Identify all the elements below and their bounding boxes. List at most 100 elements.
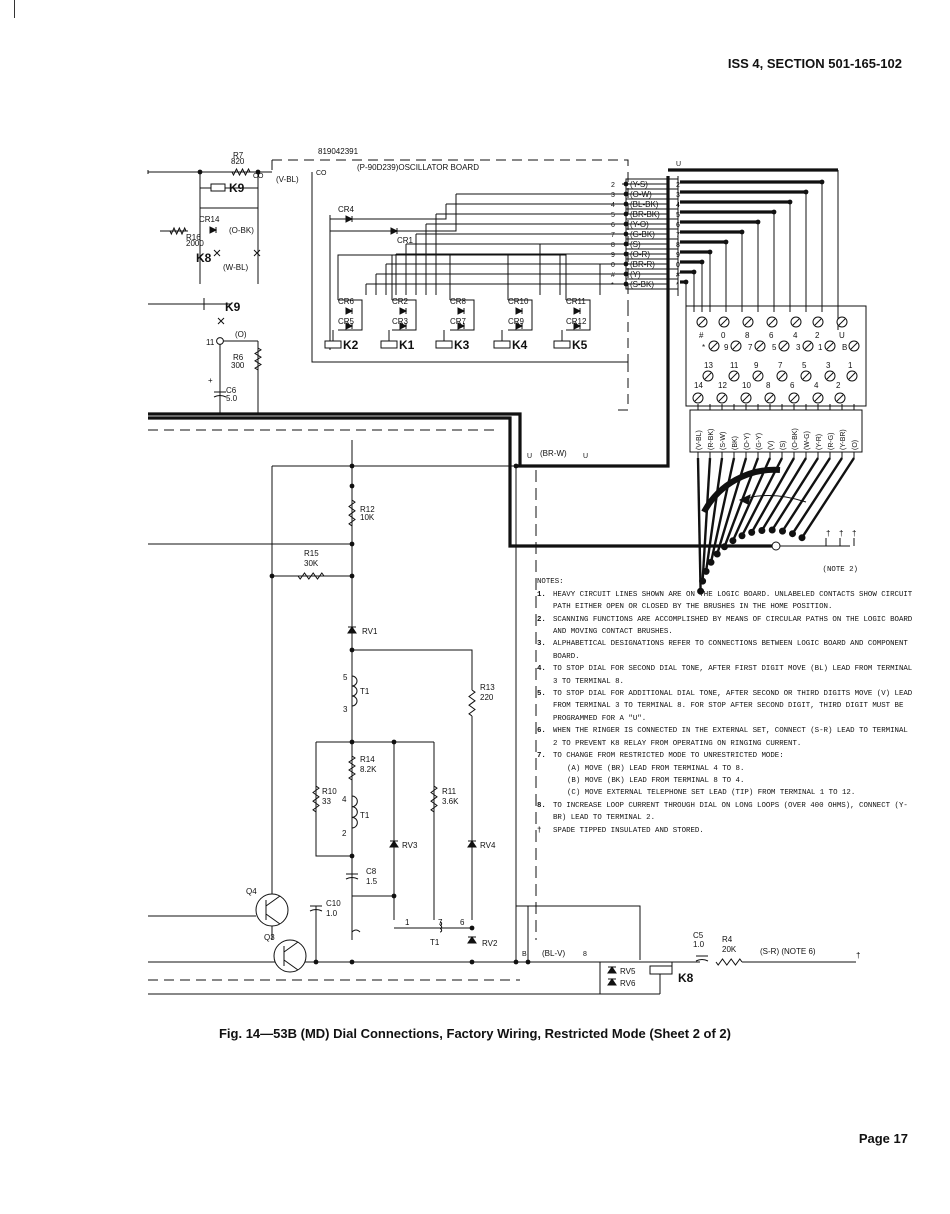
t1-label-2: T1 [360, 811, 370, 820]
c5-value: 1.0 [693, 940, 705, 949]
terminal-slash [826, 372, 834, 380]
notes-title: NOTES: [537, 578, 564, 587]
heavy-line [148, 412, 522, 466]
junction-dot [691, 269, 697, 275]
lead-label: (S-BK) [630, 280, 654, 289]
junction-dot [803, 189, 809, 195]
capacitor [345, 873, 359, 880]
wire-color-label: (O) [852, 440, 859, 450]
dial-top-label: 2 [815, 331, 820, 340]
transformer-winding [439, 921, 443, 933]
wire [351, 929, 361, 933]
junction-dot [269, 573, 275, 579]
wire [780, 538, 855, 547]
varistor [347, 626, 357, 634]
lead-label: (BL-BK) [630, 200, 659, 209]
terminal-slash [704, 372, 712, 380]
dagger-mark: † [826, 529, 830, 538]
relay-label: K1 [399, 338, 415, 352]
brush-tip [758, 527, 766, 534]
terminal-slash [694, 394, 702, 402]
note-item: 4.TO STOP DIAL FOR SECOND DIAL TONE, AFT… [535, 663, 915, 688]
c6-value: 5.0 [226, 394, 238, 403]
note2-reference: (NOTE 2) [822, 566, 858, 574]
r11-label: R11 [442, 787, 457, 796]
board-part-number: 819042391 [318, 147, 359, 156]
diode [209, 226, 218, 234]
junction-dot [349, 541, 355, 547]
note-item: 2.SCANNING FUNCTIONS ARE ACCOMPLISHED BY… [535, 614, 915, 639]
varistor [467, 936, 477, 944]
lead-number-right: 9 [676, 252, 680, 259]
r16-label: R16 [186, 233, 201, 242]
junction-dot [391, 893, 397, 899]
note-number: 5. [537, 690, 546, 699]
c5-label: C5 [693, 931, 704, 940]
wire-color-label: (V-BL) [696, 430, 703, 450]
junction-dot [707, 249, 713, 255]
heavy-line [516, 176, 670, 468]
relay-label: K4 [512, 338, 528, 352]
dial-top-label: 0 [721, 331, 726, 340]
page-number: Page 17 [858, 1131, 908, 1146]
junction-dot [771, 209, 777, 215]
junction-dot [739, 229, 745, 235]
co-label: CO [316, 170, 327, 177]
wire [391, 254, 396, 300]
wire [352, 649, 473, 690]
u-mark-3: U [583, 453, 588, 460]
junction-dot [349, 647, 355, 653]
wire [515, 466, 529, 962]
wire-color-label: (Y-BR) [840, 429, 847, 450]
resistor [468, 689, 476, 717]
dial-second-label: 7 [748, 343, 753, 352]
wire-color-label: (R-G) [828, 433, 835, 451]
transistor-label: Q3 [264, 933, 275, 942]
note-subitem: (C) MOVE EXTERNAL TELEPHONE SET LEAD (TI… [567, 789, 856, 798]
r15-label: R15 [304, 549, 319, 558]
wire [366, 254, 567, 300]
term-11: 11 [206, 338, 215, 347]
junction-dot [349, 483, 355, 489]
wire [516, 905, 641, 960]
terminal-slash [838, 318, 846, 326]
note-text: TO CHANGE FROM RESTRICTED MODE TO UNREST… [553, 752, 784, 761]
resistor [430, 785, 438, 813]
junction-dot [525, 959, 531, 965]
diode-label: CR7 [450, 317, 467, 326]
r7-value: 820 [231, 157, 245, 166]
lead-number: # [611, 272, 615, 279]
diode [515, 322, 524, 330]
diode-label: CR10 [508, 297, 529, 306]
dial-second-label: 1 [818, 343, 823, 352]
dial-third-label: 11 [730, 361, 739, 370]
dial-third-label: 7 [778, 361, 783, 370]
brush-tip [779, 527, 786, 535]
arrow-head [738, 494, 751, 505]
junction-dot [699, 259, 705, 265]
r4-label: R4 [722, 935, 733, 944]
relay-label: K3 [454, 338, 470, 352]
c8-label: C8 [366, 867, 377, 876]
wire [450, 299, 475, 331]
diode [345, 307, 354, 315]
dial-top-label: 8 [745, 331, 750, 340]
lead-number-right: 2 [676, 182, 680, 189]
k8-label-2: K8 [678, 971, 694, 985]
note-number: † [537, 826, 542, 835]
diode [345, 215, 354, 223]
t1-pin-4: 4 [342, 795, 347, 804]
rv2-label: RV2 [482, 939, 498, 948]
brush-tip [699, 577, 707, 585]
diode [399, 307, 408, 315]
junction-dot [349, 959, 355, 965]
lead-number-right: 6 [676, 222, 680, 229]
diode [390, 227, 399, 235]
wire [415, 214, 601, 295]
junction-dot [349, 853, 355, 859]
t1-pin-3: 3 [343, 705, 348, 714]
lead-number-right: 5 [676, 212, 680, 219]
brush-tip [713, 550, 721, 558]
diode-label: CR6 [338, 297, 355, 306]
lead-label: (BR-R) [630, 260, 655, 269]
